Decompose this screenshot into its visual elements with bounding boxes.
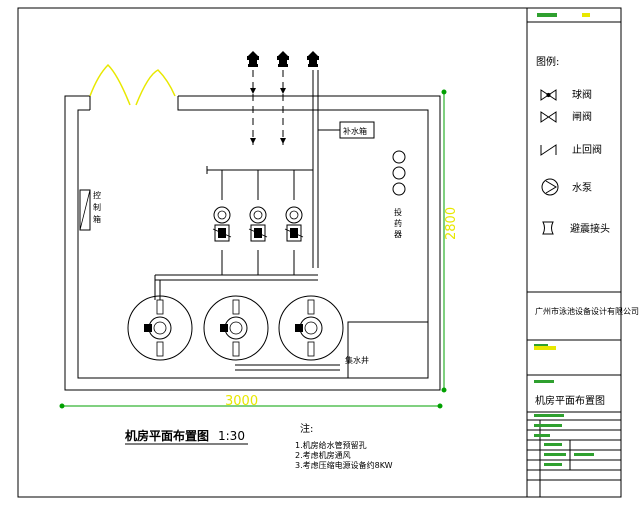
title-block-mark [534, 346, 556, 350]
control-cabinet-label-2: 制 [93, 202, 101, 212]
check-valve-icon [540, 144, 557, 156]
dosing-units [392, 150, 406, 196]
sheet-border [17, 7, 622, 498]
dosing-label-2: 药 [394, 218, 402, 228]
legend-label-gate-valve: 闸阀 [572, 110, 592, 123]
dimension-width: 3000 [225, 394, 258, 409]
dashed-pipes [252, 70, 284, 145]
legend-title: 图例: [536, 55, 559, 68]
dimension-height: 2800 [444, 207, 459, 240]
title-block-tags [534, 13, 594, 466]
legend-label-check-valve: 止回阀 [572, 143, 602, 156]
title-block-drawing-name: 机房平面布置图 [535, 394, 605, 407]
control-cabinet-label-3: 箱 [93, 214, 101, 224]
dosing-label-3: 器 [394, 230, 402, 239]
door-opening [89, 63, 176, 106]
sump-label: 集水井 [345, 355, 369, 365]
control-cabinet: 控 制 箱 [79, 189, 101, 231]
note-item-2: 2.考虑机房通风 [295, 450, 351, 460]
piping [154, 70, 340, 371]
notes-heading: 注: [300, 422, 313, 435]
control-cabinet-label-1: 控 [93, 190, 101, 200]
drawing-title: 机房平面布置图 [125, 428, 209, 443]
drawing-scale: 1:30 [218, 429, 245, 443]
pump-icon [541, 178, 559, 196]
sump-pit: 集水井 [345, 321, 429, 379]
title-block [526, 8, 621, 497]
dosing-label-1: 投 [394, 207, 402, 217]
refill-tank-label: 补水箱 [343, 126, 367, 136]
pumps [212, 206, 304, 242]
legend-label-flex-joint: 避震接头 [570, 222, 610, 235]
dimension-lines [59, 89, 447, 409]
flex-joint-icon [542, 221, 554, 235]
note-item-1: 1.机房给水管预留孔 [295, 440, 367, 450]
sand-filters [127, 295, 344, 361]
note-item-3: 3.考虑压缩电源设备约8KW [295, 460, 393, 470]
title-block-mark-top [582, 13, 590, 17]
legend-label-ball-valve: 球阀 [572, 88, 592, 101]
pipe-arrows [250, 88, 286, 144]
refill-tank: 补水箱 [339, 121, 375, 139]
company-name: 广州市泳池设备设计有限公司 [535, 306, 639, 316]
ball-valve-icon [540, 89, 557, 101]
gate-valve-icon [540, 111, 557, 123]
legend-label-pump: 水泵 [572, 182, 592, 194]
top-inlet-fittings [247, 51, 319, 67]
